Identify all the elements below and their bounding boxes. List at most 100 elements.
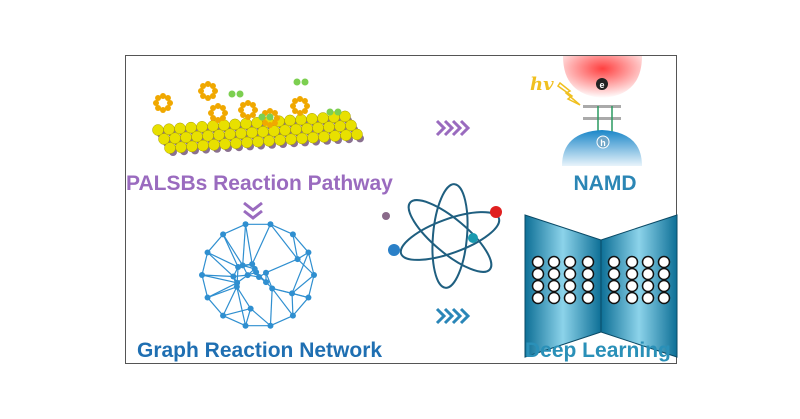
neuron-node xyxy=(625,255,639,269)
lithium-atom xyxy=(266,113,274,121)
neural-network-illustration xyxy=(524,214,678,358)
neuron-node xyxy=(581,279,595,293)
sulfur-atom xyxy=(241,136,253,149)
namd-illustration: e hv h xyxy=(530,56,642,166)
network-edge xyxy=(269,288,273,326)
polysulfide-atom xyxy=(200,83,207,90)
sulfur-atom xyxy=(307,131,319,144)
neuron-node xyxy=(625,291,639,305)
network-edge xyxy=(207,251,234,277)
network-edge xyxy=(251,224,272,265)
sulfur-atom xyxy=(208,139,220,151)
polysulfide-atom xyxy=(153,100,159,106)
network-node xyxy=(289,290,296,297)
network-edge xyxy=(269,223,299,260)
network-node xyxy=(305,294,312,301)
network-edge xyxy=(292,234,299,260)
polysulfide-atom xyxy=(219,114,226,121)
lightning-icon xyxy=(556,81,581,106)
polysulfide-atom xyxy=(249,111,256,118)
network-node xyxy=(242,221,249,228)
network-edge xyxy=(292,297,309,317)
lithium-atom xyxy=(236,90,244,98)
network-node xyxy=(220,312,227,319)
sulfur-atom xyxy=(263,135,275,147)
neuron-node xyxy=(531,291,545,305)
recombination-arrows xyxy=(597,106,613,132)
neuron-node xyxy=(531,267,545,281)
lithium-atom xyxy=(293,78,301,86)
network-node xyxy=(263,269,270,276)
polysulfide-atom xyxy=(208,110,214,116)
network-node xyxy=(267,221,274,228)
network-edge xyxy=(201,274,238,284)
polysulfide-atom xyxy=(245,114,251,120)
network-edge xyxy=(242,224,247,266)
sulfur-atom xyxy=(318,131,330,143)
neuron-node xyxy=(641,279,655,293)
network-edge xyxy=(297,258,315,276)
neuron-node xyxy=(657,279,671,293)
network-node xyxy=(204,294,211,301)
network-edge xyxy=(307,252,315,276)
polysulfide-atom xyxy=(249,102,256,109)
polysulfide-atom xyxy=(167,100,173,106)
pathway-label: PALSBs Reaction Pathway xyxy=(126,172,393,195)
neuron-node xyxy=(607,267,621,281)
neuron-node xyxy=(547,267,561,281)
polysulfide-atom xyxy=(164,104,171,111)
network-edge xyxy=(201,274,209,298)
neuron-node xyxy=(547,255,561,269)
network-edge xyxy=(244,224,253,265)
electron-symbol: e xyxy=(599,80,604,90)
sulfur-atom xyxy=(252,135,264,148)
neuron-node xyxy=(581,255,595,269)
network-node xyxy=(269,285,276,292)
sulfur-atom xyxy=(186,140,198,153)
network-node xyxy=(247,305,254,312)
layered-surface-illustration xyxy=(152,78,364,156)
network-edge xyxy=(291,274,315,294)
network-edge xyxy=(222,307,251,317)
neuron-node xyxy=(547,279,561,293)
network-edge xyxy=(207,297,224,317)
polysulfide-atom xyxy=(271,110,278,117)
network-node xyxy=(305,249,312,256)
polysulfide-atom xyxy=(267,122,273,128)
neuron-node xyxy=(563,267,577,281)
neuron-node xyxy=(657,255,671,269)
network-node xyxy=(239,262,246,269)
polysulfide-atom xyxy=(210,114,217,121)
sulfur-atom xyxy=(296,132,308,145)
namd-label: NAMD xyxy=(574,172,637,195)
sulfur-atom xyxy=(285,133,297,145)
network-edge xyxy=(307,274,315,298)
neuron-node xyxy=(607,255,621,269)
polysulfide-atom xyxy=(155,95,162,102)
network-node xyxy=(263,279,270,286)
neuron-node xyxy=(625,279,639,293)
polysulfide-atom xyxy=(160,93,166,99)
network-node xyxy=(289,312,296,319)
network-node xyxy=(251,265,258,272)
sulfur-atom xyxy=(230,137,242,149)
polysulfide-atom xyxy=(267,108,273,114)
polysulfide-atom xyxy=(215,117,221,123)
polysulfide-atom xyxy=(262,119,269,126)
hole-symbol: h xyxy=(600,138,606,148)
network-edge xyxy=(250,308,271,327)
polysulfide-atom xyxy=(160,107,166,113)
trap-level xyxy=(583,105,621,108)
network-node xyxy=(249,261,256,268)
network-node xyxy=(204,249,211,256)
neuron-node xyxy=(607,291,621,305)
network-edge xyxy=(236,286,252,309)
polysulfide-atom xyxy=(212,88,218,94)
deep-learning-label: Deep Learning xyxy=(525,339,671,362)
polysulfide-atom xyxy=(240,111,247,118)
neuron-node xyxy=(581,291,595,305)
network-node xyxy=(255,273,262,280)
network-node xyxy=(311,272,317,278)
neuron-node xyxy=(563,255,577,269)
network-node xyxy=(230,273,237,280)
